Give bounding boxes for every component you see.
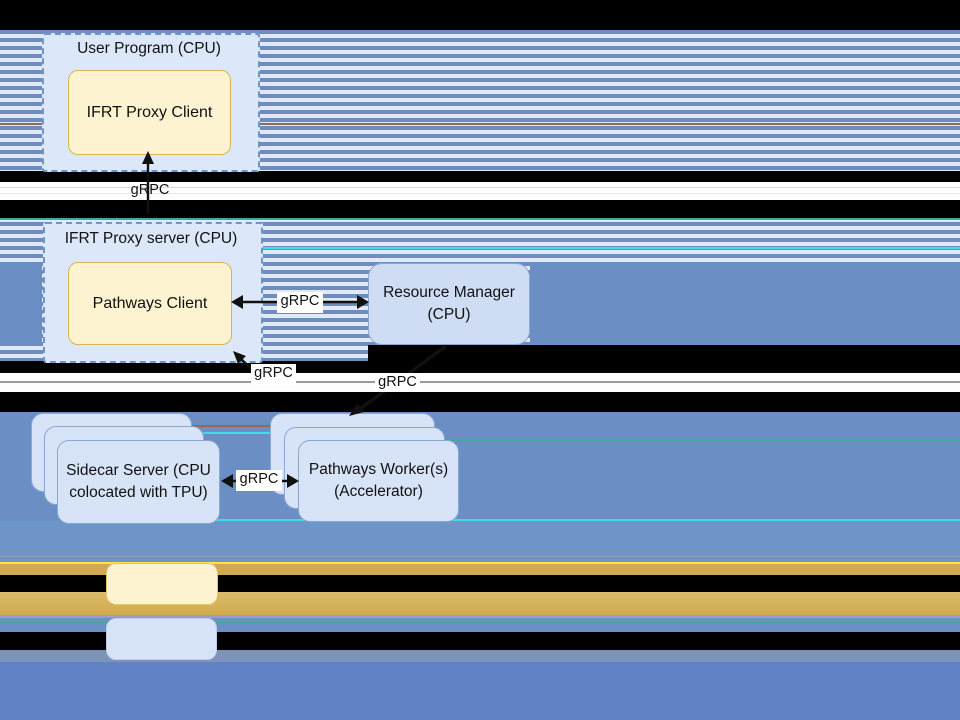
glitch-teal-a [0,218,960,220]
pathways-worker-line2: (Accelerator) [334,483,423,500]
glitch-white-a [0,182,960,200]
glitch-cyan-b [200,432,275,434]
solid-blue-left [0,262,42,345]
grpc-label-rm: gRPC [277,292,323,313]
gold-band-a [0,564,960,575]
glitch-cyan-a [262,247,960,249]
glitch-black-a [0,171,960,182]
sidecar-server-line2: colocated with TPU) [69,484,208,501]
pathways-client-label: Pathways Client [92,294,208,312]
glitch-yellow-line [0,562,960,564]
resource-manager-line2: (CPU) [427,306,471,323]
glitch-black-b [0,200,960,218]
pathways-client-box: Pathways Client [68,262,232,345]
glitch-black-c1 [368,345,960,373]
glitch-teal-b [400,439,960,441]
grpc-label-client-down: gRPC [251,364,296,385]
glitch-white-b [0,373,960,392]
glitch-black-e [0,575,960,592]
ifrt-proxy-client-label: IFRT Proxy Client [86,103,213,121]
grpc-label-workers: gRPC [236,470,282,491]
legend-yellow-swatch [106,563,218,605]
sidecar-server-line1: Sidecar Server (CPU [66,462,211,479]
glitch-black-d [0,392,960,412]
user-program-title: User Program (CPU) [77,40,221,57]
legend-blue-swatch [106,618,217,660]
resource-manager-line1: Resource Manager [383,284,515,301]
gold-band-b [0,592,960,615]
grpc-label-user: gRPC [130,182,170,198]
glitch-cyan-c [95,519,960,521]
glitch-black-f [0,632,960,650]
glitch-lavender-line [0,615,960,618]
ifrt-proxy-client-box: IFRT Proxy Client [68,70,231,155]
glitch-teal-c [0,621,960,623]
pathways-worker-line1: Pathways Worker(s) [308,461,449,478]
gray-blue-band [0,650,960,662]
pathways-worker-box: Pathways Worker(s) (Accelerator) [298,440,459,522]
resource-manager-box: Resource Manager (CPU) [368,263,530,345]
sidecar-server-box: Sidecar Server (CPU colocated with TPU) [57,440,220,524]
solid-blue-right [530,262,960,345]
glitch-brown-line [0,123,960,125]
grpc-label-rm-down: gRPC [375,373,420,392]
glitch-black-top [0,0,960,30]
bottom-blue-band [0,662,960,720]
ifrt-proxy-server-title: IFRT Proxy server (CPU) [64,230,238,247]
glitch-brown-b [192,425,277,427]
glitch-gray-line [0,556,960,557]
